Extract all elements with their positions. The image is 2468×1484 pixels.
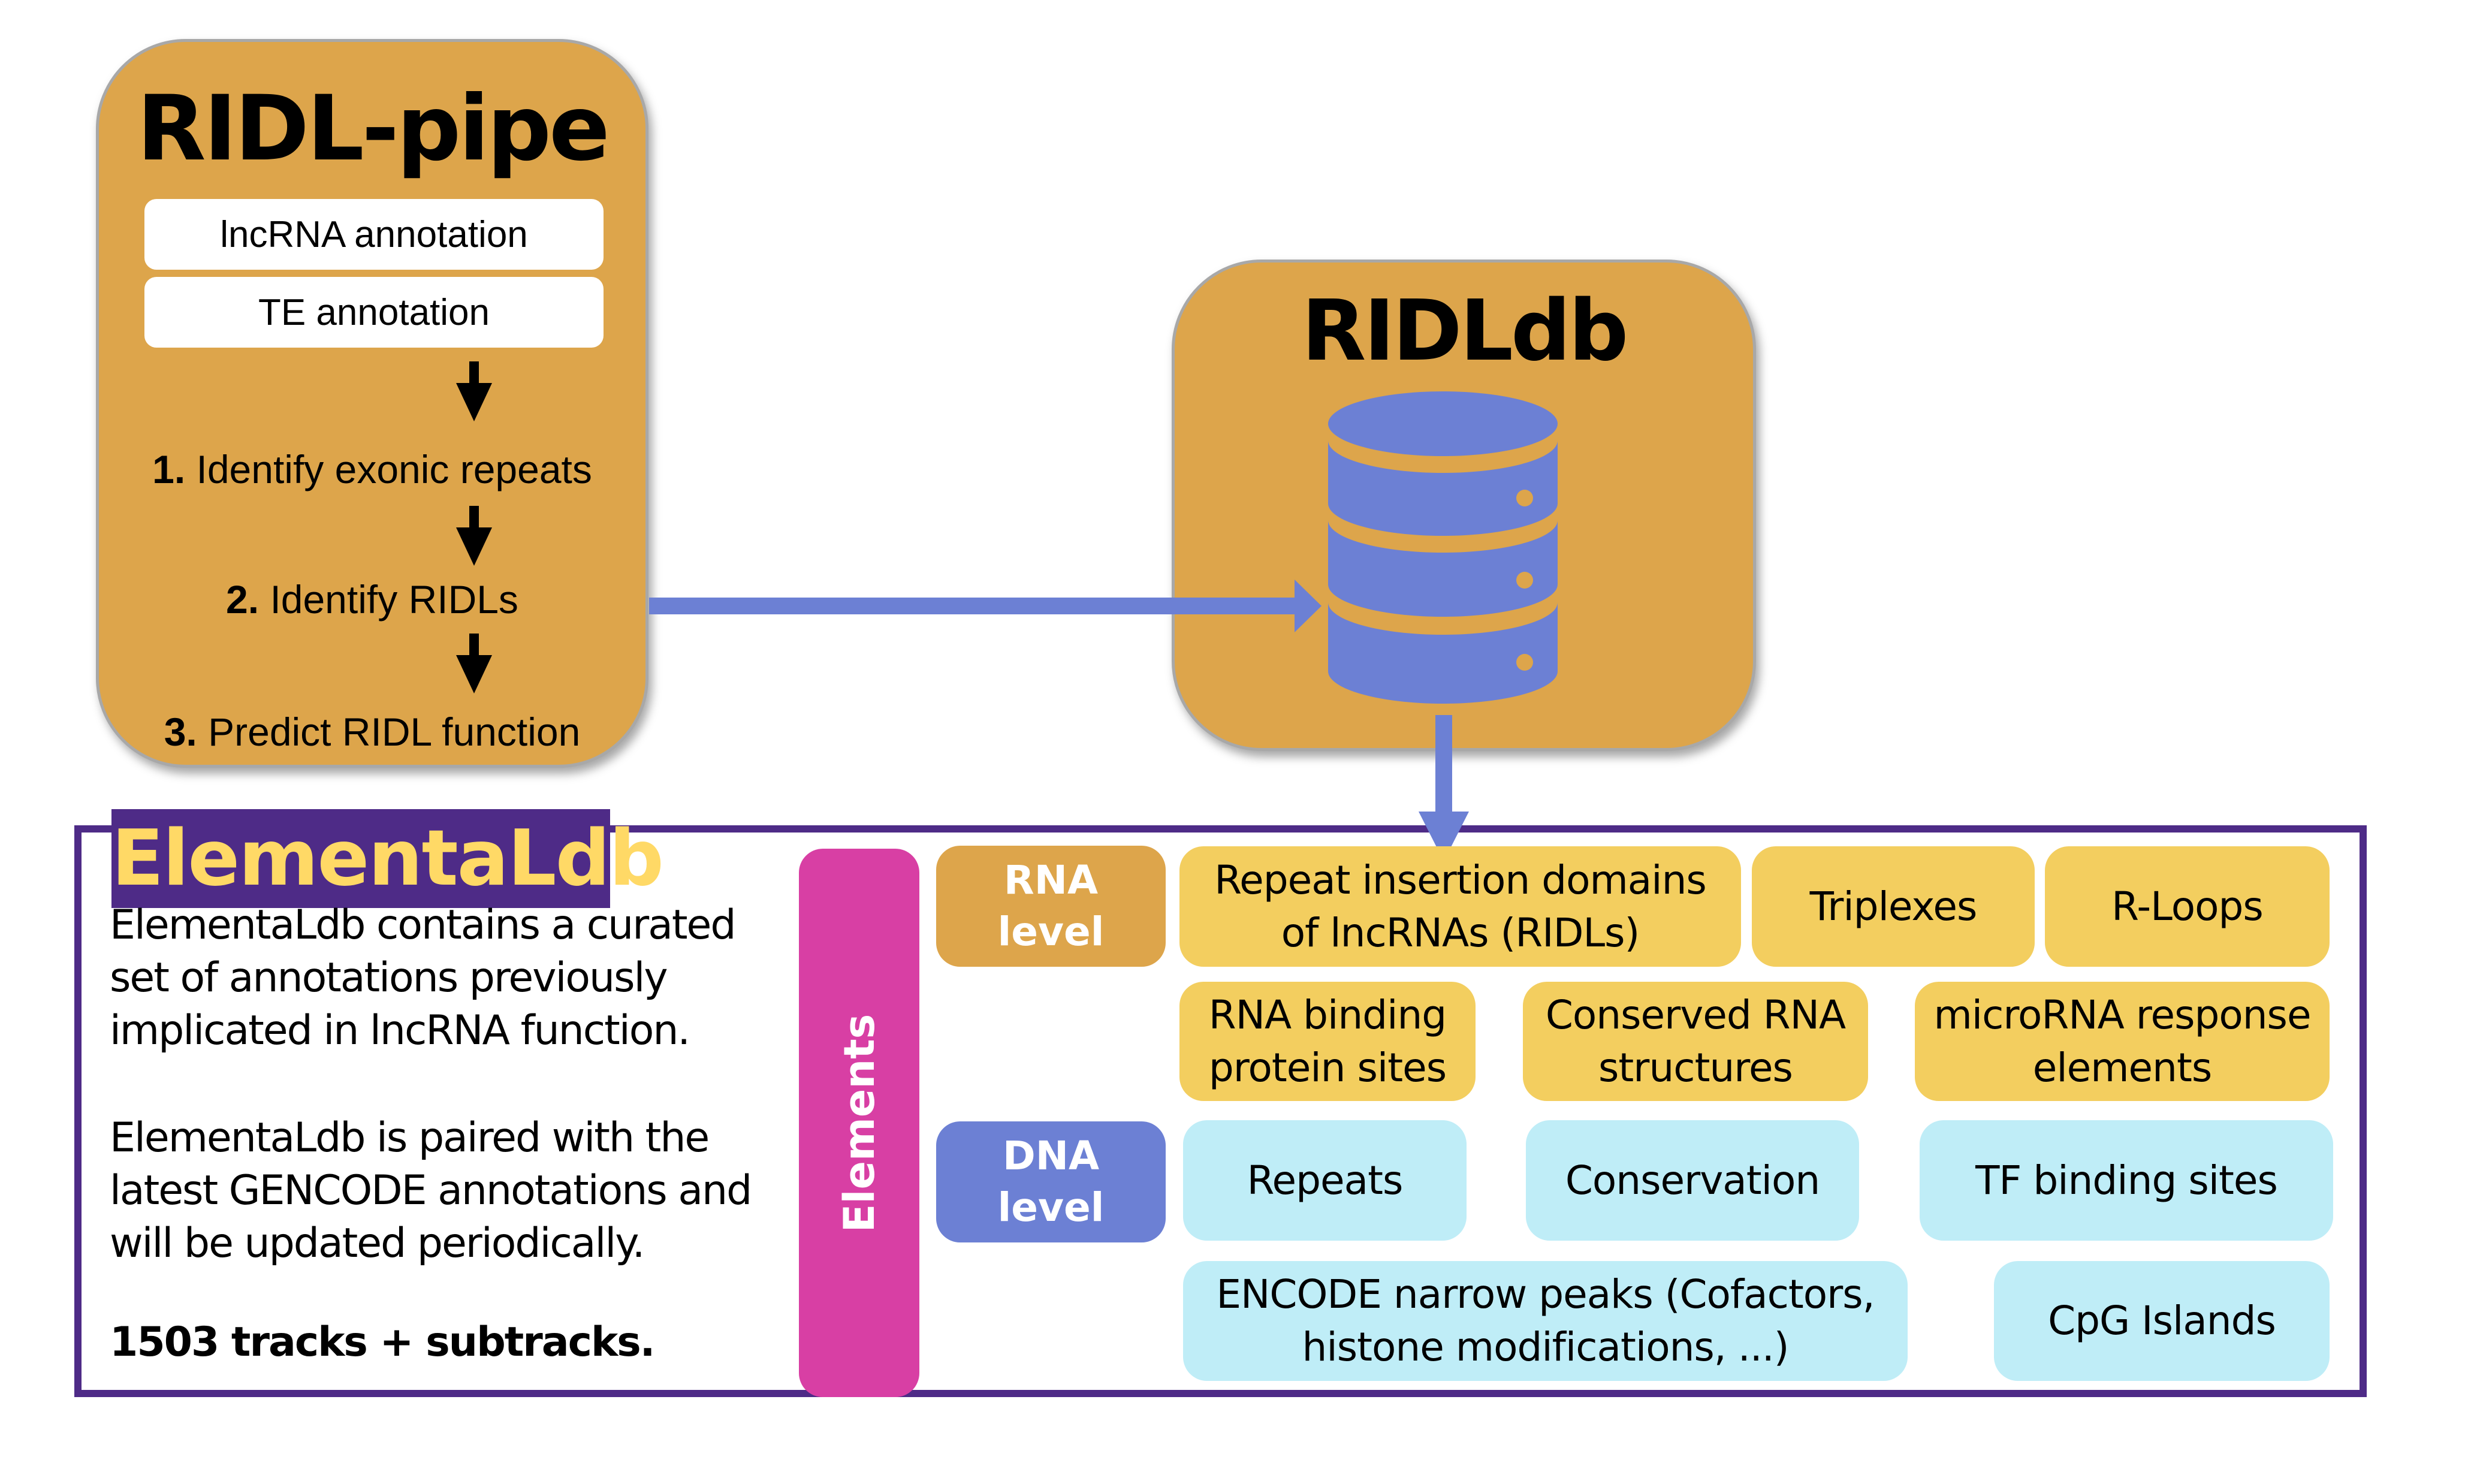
rna-level-label: RNA level: [936, 846, 1166, 967]
db-indicator-dot: [1516, 572, 1533, 589]
level-text: DNA level: [997, 1133, 1105, 1230]
element-label: RNA binding protein sites: [1208, 991, 1447, 1091]
down-arrow-icon: [456, 506, 492, 566]
step-number: 2.: [226, 577, 260, 622]
element-repeats: Repeats: [1183, 1120, 1467, 1241]
element-label: R-Loops: [2111, 883, 2264, 930]
element-label: microRNA response elements: [1933, 991, 2311, 1091]
arrow-pipe-to-db: [649, 580, 1322, 632]
element-microrna-response-elements: microRNA response elements: [1915, 982, 2330, 1101]
element-cpg-islands: CpG Islands: [1994, 1261, 2330, 1381]
element-label: Repeat insertion domains of lncRNAs (RID…: [1214, 856, 1707, 956]
input-label: TE annotation: [258, 291, 490, 333]
level-text: RNA level: [997, 857, 1105, 955]
element-label: TF binding sites: [1975, 1157, 2278, 1204]
element-ridls: Repeat insertion domains of lncRNAs (RID…: [1179, 846, 1741, 967]
elementaldb-title: ElementaLdb: [111, 809, 664, 908]
step-label: Identify exonic repeats: [196, 447, 592, 491]
element-rbp-sites: RNA binding protein sites: [1179, 982, 1476, 1101]
step-label: Predict RIDL function: [208, 710, 581, 754]
elements-label: Elements: [834, 1014, 884, 1232]
step-label: Identify RIDLs: [270, 577, 518, 622]
element-label: Conservation: [1565, 1157, 1820, 1204]
description-paragraph: ElementaLdb contains a curated set of an…: [110, 901, 737, 1054]
element-label: ENCODE narrow peaks (Cofactors, histone …: [1216, 1271, 1875, 1370]
down-arrow-icon: [456, 634, 492, 693]
element-encode-narrow-peaks: ENCODE narrow peaks (Cofactors, histone …: [1183, 1261, 1908, 1381]
track-count: 1503 tracks + subtracks.: [110, 1319, 656, 1366]
step-number: 3.: [164, 710, 197, 754]
down-arrow-icon: [456, 361, 492, 421]
element-conserved-rna-structures: Conserved RNA structures: [1523, 982, 1868, 1101]
ridldb-title: RIDLdb: [1301, 282, 1629, 380]
element-r-loops: R-Loops: [2045, 846, 2330, 967]
db-indicator-dot: [1516, 490, 1533, 506]
input-te-annotation: TE annotation: [144, 277, 604, 348]
description-paragraph: ElementaLdb is paired with the latest GE…: [110, 1114, 752, 1267]
database-icon: [1328, 391, 1558, 704]
element-label: Triplexes: [1809, 883, 1978, 930]
element-label: Repeats: [1247, 1157, 1404, 1204]
element-conservation: Conservation: [1526, 1120, 1859, 1241]
step-3: 3. Predict RIDL function: [99, 712, 645, 752]
ridl-pipe-title: RIDL-pipe: [137, 77, 610, 181]
ridl-pipe-box: RIDL-pipe lncRNA annotation TE annotatio…: [96, 39, 648, 768]
elements-sidebar: Elements: [799, 849, 919, 1397]
elementaldb-frame: [74, 825, 2367, 1397]
dna-level-label: DNA level: [936, 1121, 1166, 1242]
elementaldb-badge: ElementaLdb: [111, 791, 664, 1007]
step-2: 2. Identify RIDLs: [99, 580, 645, 619]
input-lncrna-annotation: lncRNA annotation: [144, 199, 604, 270]
element-label: CpG Islands: [2048, 1298, 2276, 1344]
element-tf-binding-sites: TF binding sites: [1920, 1120, 2333, 1241]
input-label: lncRNA annotation: [220, 213, 528, 255]
step-1: 1. Identify exonic repeats: [99, 450, 645, 489]
element-triplexes: Triplexes: [1752, 846, 2035, 967]
step-number: 1.: [152, 447, 186, 491]
element-label: Conserved RNA structures: [1545, 991, 1846, 1091]
db-indicator-dot: [1516, 654, 1533, 671]
